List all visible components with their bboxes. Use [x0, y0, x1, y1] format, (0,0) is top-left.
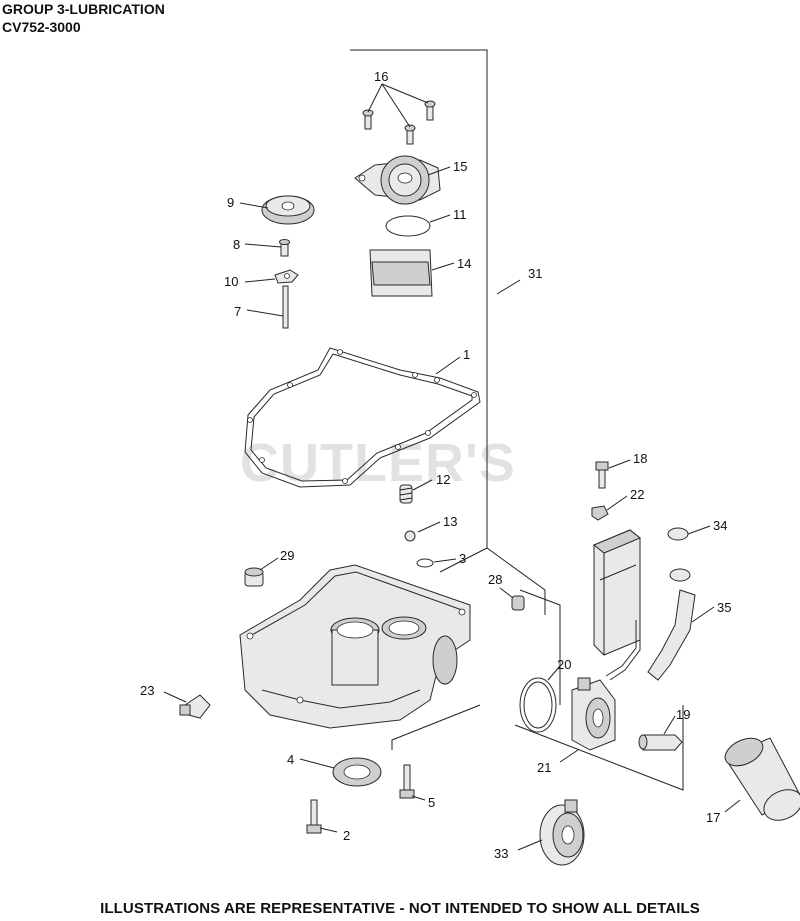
callout-5: 5 [428, 795, 435, 810]
callout-17: 17 [706, 810, 720, 825]
disclaimer-footer: ILLUSTRATIONS ARE REPRESENTATIVE - NOT I… [100, 900, 700, 917]
callout-33: 33 [494, 846, 508, 861]
callout-4: 4 [287, 752, 294, 767]
oil-filter-17 [724, 737, 800, 821]
gasket-1 [244, 347, 481, 488]
callout-14: 14 [457, 256, 471, 271]
assembly-boundary-31 [350, 49, 684, 791]
callout-20: 20 [557, 657, 571, 672]
shaft-7 [282, 285, 289, 329]
callout-21: 21 [537, 760, 551, 775]
oil-pan [239, 564, 471, 729]
leader-lines [163, 83, 741, 851]
oil-cooler [593, 529, 641, 681]
pin-8 [279, 239, 290, 257]
bolt-5 [399, 764, 415, 799]
cooler-adapter-33 [539, 799, 585, 866]
callout-29: 29 [280, 548, 294, 563]
callout-3: 3 [459, 551, 466, 566]
hose-35 [647, 589, 696, 681]
gear-9 [261, 195, 315, 225]
clip-22 [591, 505, 609, 521]
callout-22: 22 [630, 487, 644, 502]
callout-12: 12 [436, 472, 450, 487]
callout-13: 13 [443, 514, 457, 529]
callout-2: 2 [343, 828, 350, 843]
callout-7: 7 [234, 304, 241, 319]
group-title: GROUP 3-LUBRICATION [2, 1, 165, 17]
callout-numbers: 16 15 11 14 9 8 10 7 31 1 12 13 3 29 28 … [140, 69, 731, 861]
callout-9: 9 [227, 195, 234, 210]
callout-35: 35 [717, 600, 731, 615]
ball-13 [404, 530, 416, 542]
callout-34: 34 [713, 518, 727, 533]
bushing-29 [244, 567, 264, 587]
callout-31: 31 [528, 266, 542, 281]
spring-12 [399, 484, 413, 504]
o-ring-20 [519, 677, 557, 733]
callout-1: 1 [463, 347, 470, 362]
callout-23: 23 [140, 683, 154, 698]
model-number: CV752-3000 [2, 19, 81, 35]
oil-pump-15 [354, 155, 441, 205]
page-header: GROUP 3-LUBRICATION CV752-3000 [2, 0, 165, 36]
o-ring-20-inner [523, 681, 553, 729]
callout-16: 16 [374, 69, 388, 84]
plug-28 [511, 595, 525, 611]
callout-19: 19 [676, 707, 690, 722]
oil-screen-14 [369, 249, 433, 297]
filter-adapter-21 [571, 677, 616, 751]
screw-18 [595, 461, 609, 489]
callout-8: 8 [233, 237, 240, 252]
bolt-2 [306, 799, 322, 834]
callout-10: 10 [224, 274, 238, 289]
screws-16 [362, 100, 436, 145]
callout-18: 18 [633, 451, 647, 466]
oil-seal-4 [332, 757, 382, 787]
watermark: CUTLER'S [240, 433, 516, 493]
hose-clamp-34 [667, 527, 691, 582]
washer-10 [274, 269, 299, 284]
fitting-19 [638, 734, 683, 751]
pressure-sensor-23 [179, 694, 211, 719]
callout-15: 15 [453, 159, 467, 174]
o-ring-3 [416, 558, 434, 568]
callout-28: 28 [488, 572, 502, 587]
callout-11: 11 [453, 207, 467, 222]
o-ring-11 [385, 215, 431, 237]
